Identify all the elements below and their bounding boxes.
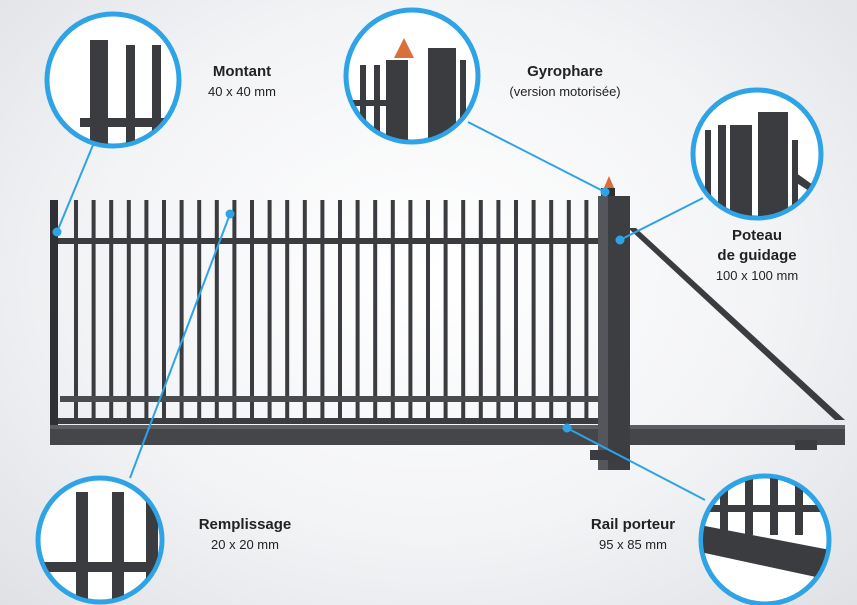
label-title: Rail porteur (590, 516, 676, 533)
detail-circle-gyrophare (343, 7, 481, 145)
detail-circle-montant (44, 11, 182, 149)
infill-bar (549, 200, 554, 424)
infill-bar (461, 200, 466, 424)
beacon (603, 176, 615, 190)
rack-rail (60, 396, 600, 402)
infill-bar (373, 200, 378, 424)
infill-bar (302, 200, 307, 424)
infill-bar (531, 200, 536, 424)
infill-bar (214, 200, 219, 424)
infill-bar (390, 200, 395, 424)
diagonal-brace (628, 228, 845, 420)
infill-bar (566, 200, 571, 424)
infill-bar (408, 200, 413, 424)
label-size: 20 x 20 mm (211, 537, 279, 552)
infill-bar (514, 200, 518, 424)
label-rail: Rail porteur 95 x 85 mm (591, 515, 675, 554)
label-title: Remplissage (198, 516, 292, 533)
detail-circle-rail (698, 473, 832, 605)
label-remplissage: Remplissage 20 x 20 mm (199, 515, 292, 554)
infill-bar (179, 200, 184, 424)
label-poteau: Poteau de guidage 100 x 100 mm (716, 226, 798, 285)
infill-bar (144, 200, 149, 424)
detail-circle-poteau (690, 87, 824, 221)
infill-bar (197, 200, 202, 424)
top-rail (55, 238, 600, 244)
infill-bar (109, 200, 114, 424)
left-upright (50, 200, 58, 445)
infill-bar (162, 200, 166, 424)
infill-bar (232, 200, 237, 424)
label-title-2: de guidage (717, 247, 797, 264)
infill-bar (478, 200, 483, 424)
label-gyrophare: Gyrophare (version motorisée) (509, 62, 620, 101)
label-title-1: Poteau (731, 227, 782, 244)
infill-bar (320, 200, 325, 424)
lower-rail (55, 418, 600, 424)
label-montant: Montant 40 x 40 mm (208, 62, 276, 101)
infill-bar (267, 200, 272, 424)
sliding-gate (50, 176, 845, 470)
infill-bar (426, 200, 430, 424)
detail-circle-remplissage (35, 475, 165, 605)
infill-bar (91, 200, 96, 424)
infill-bar (338, 200, 342, 424)
infill-bar (496, 200, 501, 424)
infill-bar (584, 200, 589, 424)
infill-bars (74, 200, 589, 424)
infill-bar (285, 200, 290, 424)
callout-lines (52, 121, 706, 501)
infill-bar (250, 200, 254, 424)
bottom-beam (50, 425, 845, 445)
label-size: 95 x 85 mm (599, 537, 667, 552)
label-title: Gyrophare (527, 63, 603, 80)
label-size: (version motorisée) (509, 84, 621, 99)
infill-bar (126, 200, 131, 424)
infill-bar (355, 200, 360, 424)
infill-bar (443, 200, 448, 424)
label-size: 40 x 40 mm (208, 84, 276, 99)
infill-bar (74, 200, 78, 424)
label-title: Montant (212, 63, 272, 80)
label-size: 100 x 100 mm (715, 268, 799, 283)
